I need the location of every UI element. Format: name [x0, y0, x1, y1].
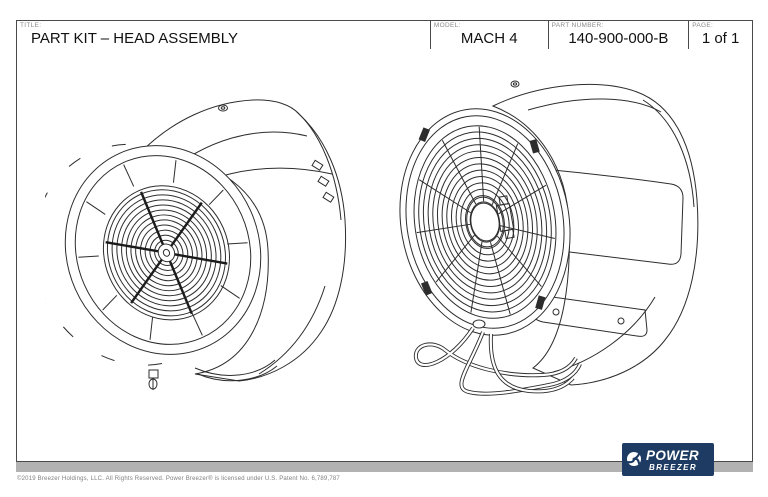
- logo-text-breezer: BREEZER: [649, 463, 697, 472]
- fan-guard-face: [399, 108, 571, 336]
- part-number-cell: PART NUMBER: 140-900-000-B: [547, 21, 689, 49]
- logo-text-power: POWER: [646, 448, 699, 463]
- page-label: PAGE:: [692, 22, 714, 29]
- footer-bar: [16, 462, 753, 472]
- page-value: 1 of 1: [701, 30, 740, 47]
- head-assembly-front-view: [399, 80, 699, 396]
- model-label: MODEL:: [433, 22, 461, 29]
- guard-spokes: [416, 126, 555, 315]
- drawing-area: [16, 49, 753, 462]
- guard-clips: [418, 127, 546, 310]
- guard-rings: [413, 125, 557, 319]
- intake-grille-face: [45, 143, 262, 366]
- bottom-fittings: [148, 359, 278, 390]
- head-body-left: [139, 99, 347, 382]
- power-cables: [413, 319, 582, 396]
- copyright-patent-line: ©2019 Breezer Holdings, LLC. All Rights …: [17, 476, 340, 482]
- logo-background: [622, 443, 714, 476]
- latch-details: [311, 159, 335, 203]
- fan-swirl-icon: [626, 452, 641, 466]
- motor-mount: [495, 195, 515, 240]
- flange-tabs: [45, 143, 175, 366]
- model-value: MACH 4: [460, 30, 518, 47]
- head-assembly-rear-left-view: [45, 99, 347, 390]
- power-breezer-logo: POWER BREEZER: [622, 443, 714, 476]
- part-number-value: 140-900-000-B: [568, 30, 669, 47]
- grille-spokes: [105, 191, 228, 315]
- sheet-title: PART KIT – HEAD ASSEMBLY: [31, 30, 239, 47]
- title-block: TITLE: PART KIT – HEAD ASSEMBLY MODEL: M…: [16, 20, 753, 50]
- title-label: TITLE:: [20, 22, 42, 29]
- part-number-label: PART NUMBER:: [551, 22, 604, 29]
- model-cell: MODEL: MACH 4: [429, 21, 548, 49]
- title-cell: TITLE: PART KIT – HEAD ASSEMBLY: [17, 21, 430, 49]
- page-cell: PAGE: 1 of 1: [688, 21, 752, 49]
